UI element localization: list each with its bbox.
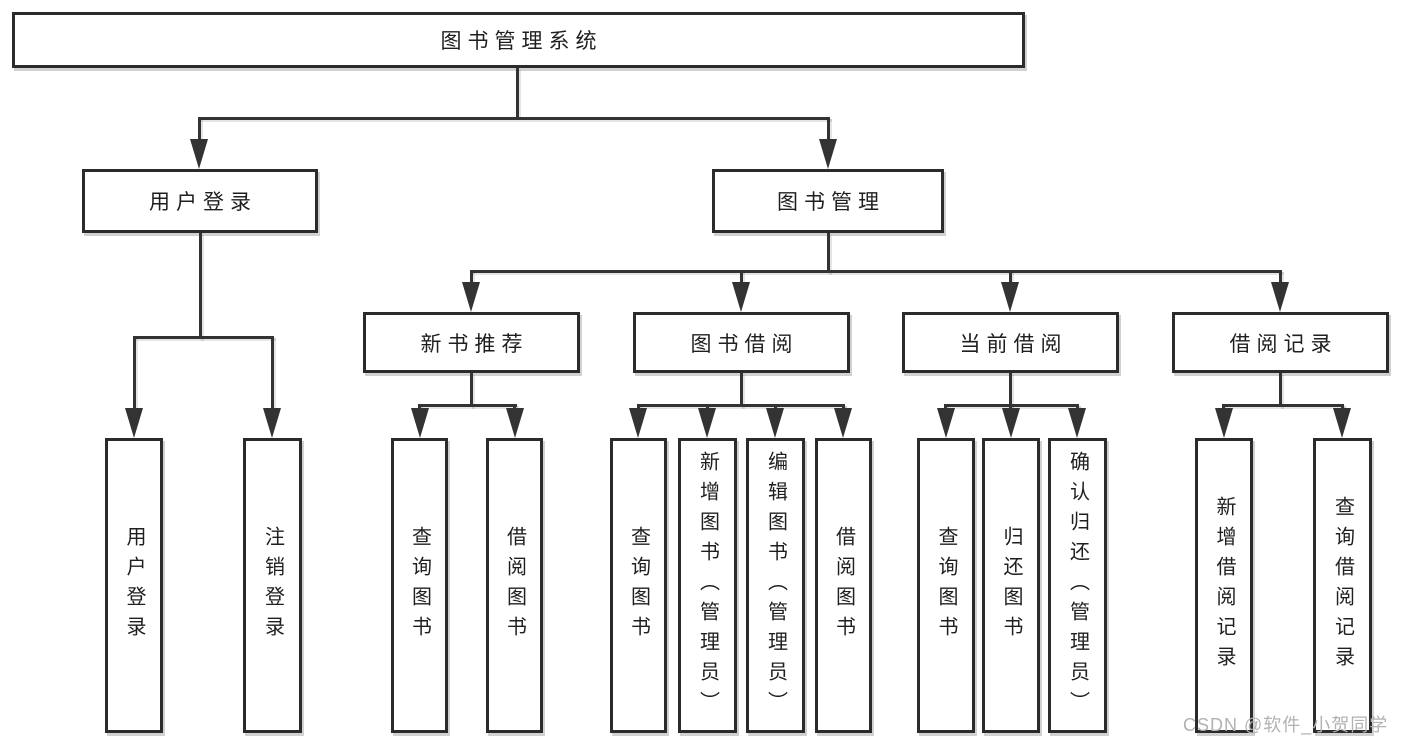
leaf-query-books-recommend: 查询图书 (391, 438, 448, 733)
node-current-borrow: 当前借阅 (902, 312, 1119, 373)
leaf-label: 新增借阅记录 (1213, 495, 1235, 676)
connector-hline (133, 336, 274, 339)
leaf-query-books-borrow: 查询图书 (610, 438, 667, 733)
connector-vline (516, 68, 519, 118)
node-book-management: 图书管理 (712, 169, 944, 233)
leaf-borrow-books: 借阅图书 (815, 438, 872, 733)
connector-vline (827, 117, 830, 142)
connector-vline (470, 270, 473, 286)
node-label: 图书管理 (777, 191, 885, 214)
arrow-down-icon (263, 408, 281, 438)
connector-hline (1222, 404, 1344, 407)
leaf-label: 查询图书 (935, 525, 957, 646)
connector-vline (1279, 270, 1282, 286)
connector-hline (198, 117, 830, 120)
leaf-logout-login: 注销登录 (243, 438, 302, 733)
connector-vline (271, 336, 274, 412)
leaf-return-books: 归还图书 (982, 438, 1040, 733)
leaf-label: 确认归还（管理员） (1066, 450, 1089, 721)
connector-hline (470, 270, 1282, 273)
arrow-down-icon (819, 139, 837, 169)
arrow-down-icon (506, 408, 524, 438)
leaf-edit-books-admin: 编辑图书（管理员） (746, 438, 805, 733)
leaf-label: 编辑图书（管理员） (764, 450, 787, 721)
node-label: 新书推荐 (420, 332, 529, 356)
connector-vline (198, 117, 201, 142)
arrow-down-icon (937, 408, 955, 438)
node-label: 借阅记录 (1229, 332, 1338, 356)
leaf-label: 注销登录 (261, 525, 284, 646)
arrow-down-icon (462, 282, 480, 312)
node-book-borrow: 图书借阅 (633, 312, 850, 373)
leaf-query-books-current: 查询图书 (917, 438, 975, 733)
connector-vline (470, 373, 473, 407)
leaf-confirm-return-admin: 确认归还（管理员） (1048, 438, 1107, 733)
arrow-down-icon (1068, 408, 1086, 438)
leaf-label: 查询图书 (408, 525, 431, 646)
node-label: 当前借阅 (959, 332, 1068, 356)
node-label: 图书借阅 (690, 332, 799, 356)
arrow-down-icon (1215, 408, 1233, 438)
node-user-login: 用户登录 (82, 169, 318, 233)
node-borrow-records: 借阅记录 (1172, 312, 1389, 373)
leaf-label: 新增图书（管理员） (696, 450, 719, 721)
leaf-label: 查询借阅记录 (1331, 495, 1354, 676)
arrow-down-icon (411, 408, 429, 438)
arrow-down-icon (766, 408, 784, 438)
arrow-down-icon (732, 282, 750, 312)
node-library-management-system: 图书管理系统 (12, 12, 1025, 68)
node-label: 图书管理系统 (440, 30, 603, 53)
connector-hline (418, 404, 517, 407)
arrow-down-icon (1271, 282, 1289, 312)
node-label: 用户登录 (149, 191, 257, 214)
watermark-csdn: CSDN @软件_小贺同学 (1183, 715, 1389, 735)
leaf-label: 用户登录 (123, 525, 145, 646)
connector-hline (637, 404, 845, 407)
arrow-down-icon (1333, 408, 1351, 438)
connector-vline (1279, 373, 1282, 407)
connector-vline (1009, 373, 1012, 407)
connector-vline (827, 233, 830, 273)
leaf-query-borrow-record: 查询借阅记录 (1313, 438, 1372, 733)
arrow-down-icon (698, 408, 716, 438)
arrow-down-icon (190, 139, 208, 169)
connector-vline (133, 336, 136, 412)
arrow-down-icon (834, 408, 852, 438)
leaf-add-books-admin: 新增图书（管理员） (678, 438, 737, 733)
arrow-down-icon (125, 408, 143, 438)
leaf-label: 查询图书 (627, 525, 650, 646)
connector-vline (740, 270, 743, 286)
arrow-down-icon (1001, 282, 1019, 312)
leaf-user-login: 用户登录 (105, 438, 163, 733)
leaf-borrow-books-recommend: 借阅图书 (486, 438, 543, 733)
arrow-down-icon (629, 408, 647, 438)
connector-vline (740, 373, 743, 407)
leaf-label: 借阅图书 (832, 525, 855, 646)
leaf-label: 归还图书 (1000, 525, 1022, 646)
arrow-down-icon (1002, 408, 1020, 438)
connector-vline (199, 233, 202, 339)
node-new-book-recommend: 新书推荐 (363, 312, 580, 373)
leaf-add-borrow-record: 新增借阅记录 (1195, 438, 1253, 733)
connector-vline (1009, 270, 1012, 286)
leaf-label: 借阅图书 (503, 525, 526, 646)
